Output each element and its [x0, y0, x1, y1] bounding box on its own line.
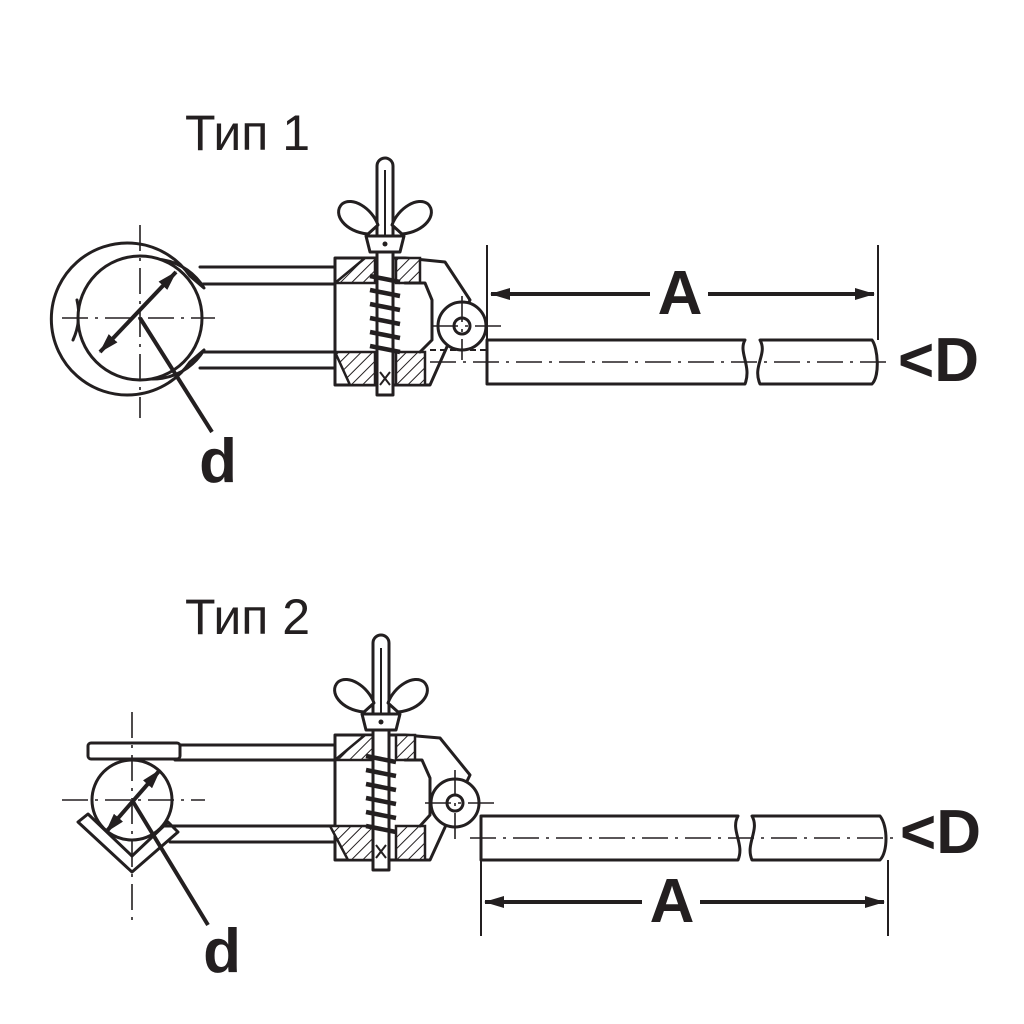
type-1-label-rod-d: <D	[898, 326, 979, 395]
type-2-label-d: d	[203, 917, 241, 986]
type-1-wing-nut	[337, 200, 433, 254]
type-2-rod	[470, 814, 895, 862]
type-1-title: Тип 1	[185, 105, 310, 161]
clamp-type-1: Тип 1	[49, 105, 979, 496]
type-2-label-rod-d: <D	[900, 798, 981, 867]
type-2-wing-nut	[333, 678, 429, 732]
clamp-type-2: Тип 2	[62, 589, 981, 986]
type-1-label-d: d	[199, 427, 237, 496]
type-2-diameter-d: d	[104, 768, 241, 986]
type-1-dimension-a: A	[486, 245, 879, 340]
type-2-title: Тип 2	[185, 589, 310, 645]
type-1-ring-jaw	[49, 225, 215, 418]
type-1-diameter-d: d	[98, 270, 237, 496]
type-1-rod	[430, 338, 890, 386]
type-1-label-a: A	[658, 259, 703, 328]
type-2-label-a: A	[650, 867, 695, 936]
type-2-flat-jaw	[86, 741, 342, 762]
type-1-arms	[198, 265, 342, 370]
type-2-pivot	[425, 770, 495, 840]
type-2-dimension-a: A	[480, 860, 889, 936]
type-1-body-block	[331, 256, 472, 387]
